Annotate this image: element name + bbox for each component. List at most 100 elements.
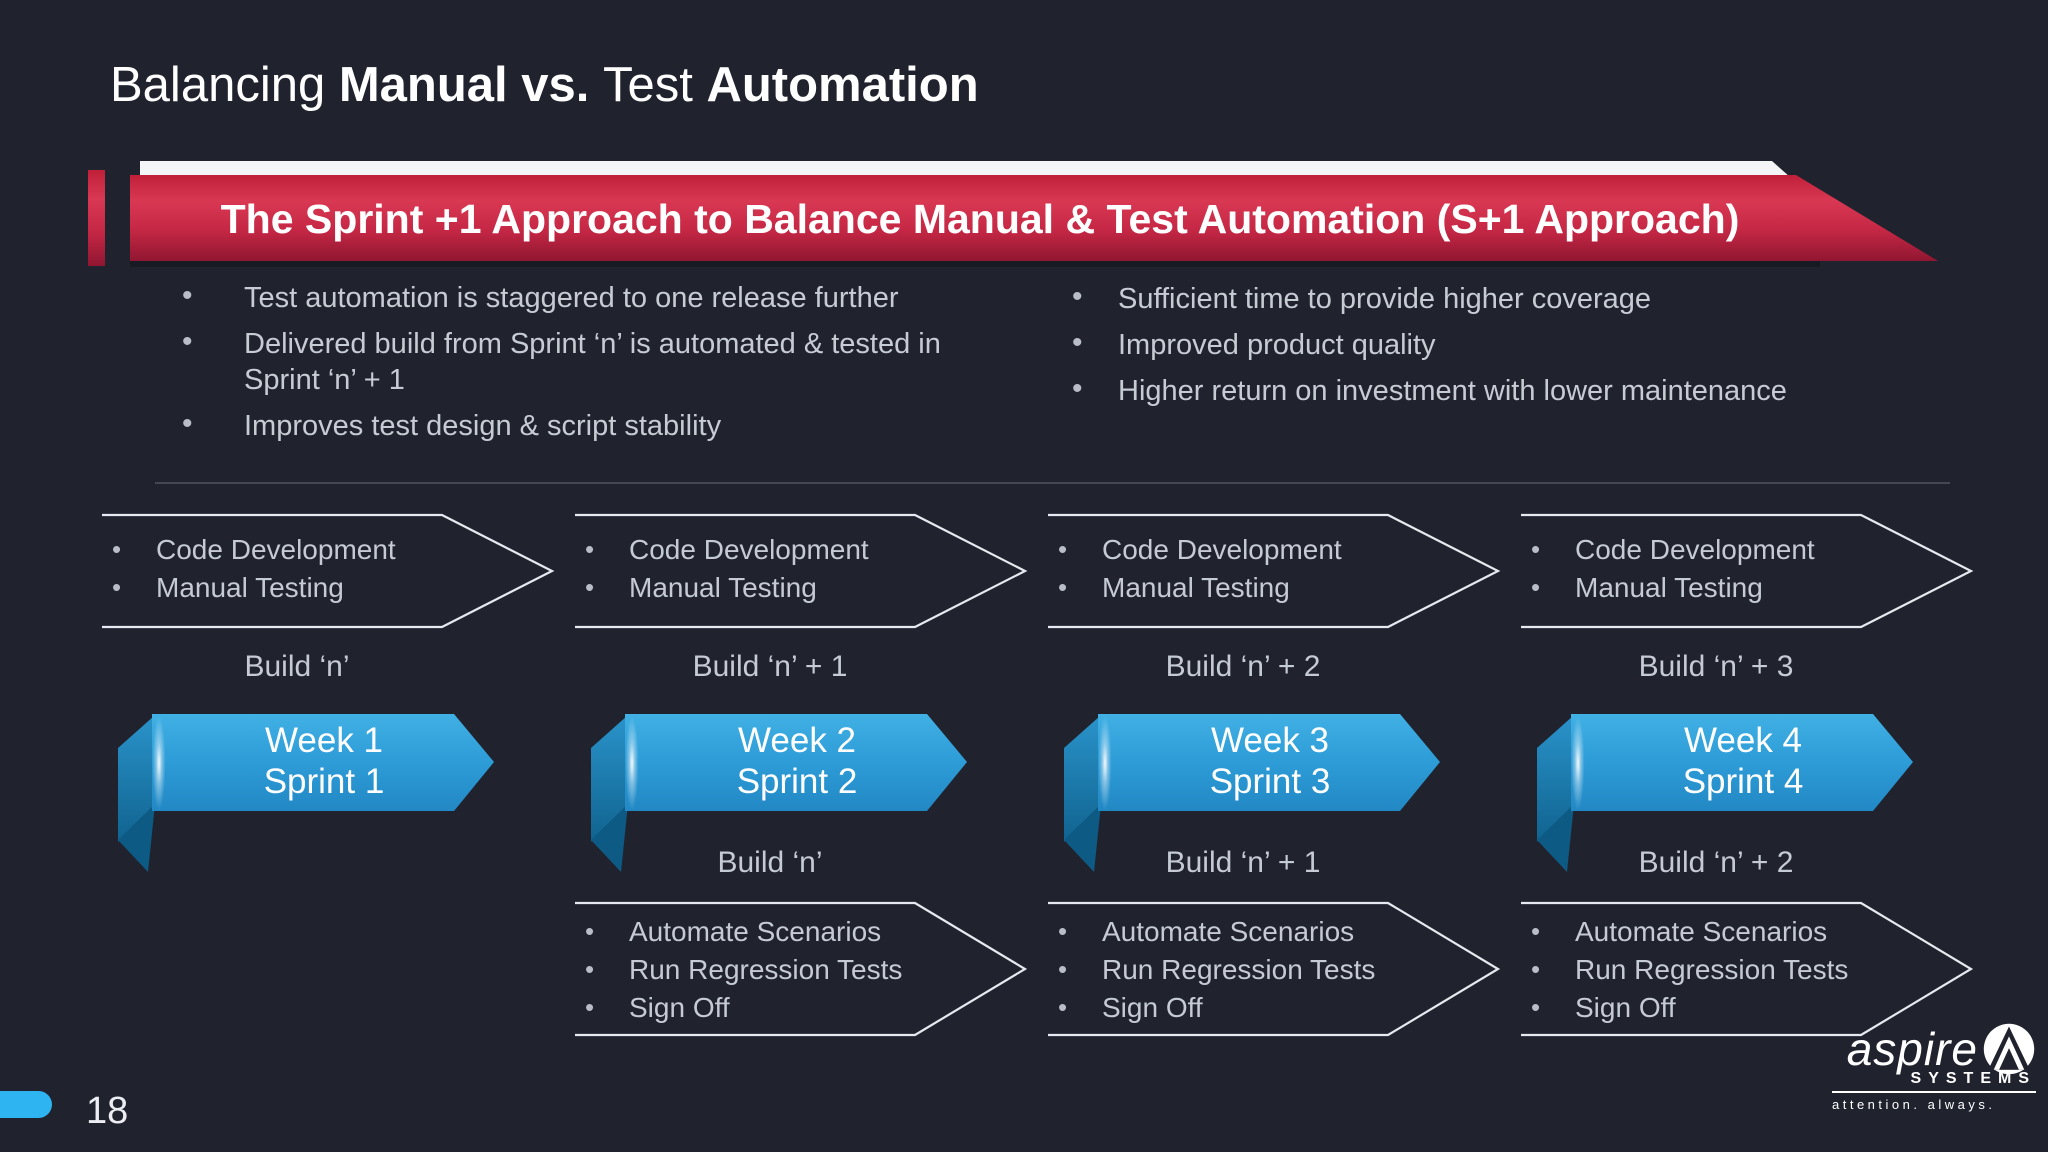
benefit-text: Delivered build from Sprint ‘n’ is autom… bbox=[244, 328, 941, 360]
dev-item-text: Manual Testing bbox=[156, 572, 344, 603]
benefit-item: Higher return on investment with lower m… bbox=[1072, 371, 1902, 409]
automation-chevron-list: Automate Scenarios Run Regression Tests … bbox=[1056, 912, 1376, 1027]
dev-chevron-item: Manual Testing bbox=[1529, 568, 1815, 607]
week-ribbon-shape-3 bbox=[1064, 714, 1440, 872]
banner-accent-bar bbox=[88, 170, 105, 266]
benefit-list-left: Test automation is staggered to one rele… bbox=[182, 278, 982, 454]
dev-chevron-outline-2 bbox=[575, 513, 1028, 629]
benefit-item: Delivered build from Sprint ‘n’ is autom… bbox=[182, 324, 982, 398]
dev-chevron-item: Manual Testing bbox=[110, 568, 396, 607]
benefit-item: Test automation is staggered to one rele… bbox=[182, 278, 982, 316]
benefit-text: Higher return on investment with lower m… bbox=[1118, 375, 1787, 407]
automation-chevron-item: Run Regression Tests bbox=[1056, 950, 1376, 989]
banner-title: The Sprint +1 Approach to Balance Manual… bbox=[220, 195, 1740, 242]
dev-chevron-item: Code Development bbox=[583, 530, 869, 569]
week-line: Week 3 bbox=[1210, 721, 1330, 760]
automation-item-text: Sign Off bbox=[629, 992, 730, 1023]
dev-item-text: Manual Testing bbox=[1102, 572, 1290, 603]
sprint-line: Sprint 1 bbox=[263, 762, 385, 801]
automation-chevron-list: Automate Scenarios Run Regression Tests … bbox=[583, 912, 903, 1027]
benefit-text: Improved product quality bbox=[1118, 329, 1436, 361]
sprint-line: Sprint 4 bbox=[1682, 762, 1804, 801]
week-line: Week 1 bbox=[264, 721, 384, 760]
banner-highlight-strip bbox=[140, 161, 1790, 177]
dev-chevron-outline-4 bbox=[1521, 513, 1974, 629]
page-title: Balancing Manual vs. Test Automation bbox=[110, 58, 979, 112]
automation-chevron-item: Automate Scenarios bbox=[1056, 912, 1375, 951]
build-top-label: Build ‘n’ bbox=[244, 650, 350, 683]
build-bottom-label: Build ‘n’ + 2 bbox=[1638, 846, 1794, 879]
automation-item-text: Sign Off bbox=[1575, 992, 1676, 1023]
benefit-item: Improves test design & script stability bbox=[182, 406, 982, 444]
page-pill bbox=[0, 1091, 52, 1118]
automation-item-text: Run Regression Tests bbox=[1102, 954, 1376, 985]
dev-item-text: Code Development bbox=[1102, 534, 1342, 565]
automation-chevron-item: Automate Scenarios bbox=[1529, 912, 1848, 951]
automation-item-text: Sign Off bbox=[1102, 992, 1203, 1023]
build-top-label: Build ‘n’ + 2 bbox=[1165, 650, 1321, 683]
dev-chevron-outline-3 bbox=[1048, 513, 1501, 629]
logo-division-text: SYSTEMS bbox=[1910, 1070, 2036, 1087]
week-line: Week 2 bbox=[737, 721, 857, 760]
benefit-text: Sufficient time to provide higher covera… bbox=[1118, 283, 1652, 315]
automation-chevron-outline-4 bbox=[1521, 901, 1974, 1037]
sprint-column-4: Code Development Manual Testing Build ‘n… bbox=[1521, 500, 1994, 1100]
week-ribbon-label: Week 2 Sprint 2 bbox=[627, 720, 967, 802]
dev-chevron-list: Code Development Manual Testing bbox=[1056, 530, 1342, 607]
week-ribbon-shape-2 bbox=[591, 714, 967, 872]
automation-chevron-list: Automate Scenarios Run Regression Tests … bbox=[1529, 912, 1848, 1027]
dev-chevron-list: Code Development Manual Testing bbox=[1529, 530, 1815, 607]
benefit-text: Test automation is staggered to one rele… bbox=[244, 282, 899, 314]
banner-shadow bbox=[130, 261, 1820, 267]
dev-item-text: Code Development bbox=[156, 534, 396, 565]
sprint-column-1: Code Development Manual Testing Build ‘n… bbox=[102, 500, 575, 1100]
benefit-text: Improves test design & script stability bbox=[244, 410, 722, 442]
build-bottom-label: Build ‘n’ bbox=[717, 846, 823, 879]
dev-chevron-item: Code Development bbox=[1056, 530, 1342, 569]
build-top-label: Build ‘n’ + 3 bbox=[1638, 650, 1794, 683]
dev-chevron-outline-1 bbox=[102, 513, 555, 629]
automation-chevron-outline-3 bbox=[1048, 901, 1501, 1037]
logo-tagline: attention. always. bbox=[1832, 1097, 1996, 1112]
dev-chevron-item: Code Development bbox=[1529, 530, 1815, 569]
automation-chevron-item: Sign Off bbox=[583, 988, 902, 1027]
dev-item-text: Code Development bbox=[629, 534, 869, 565]
automation-chevron-item: Run Regression Tests bbox=[1529, 950, 1848, 989]
week-ribbon-label: Week 4 Sprint 4 bbox=[1573, 720, 1913, 802]
dev-item-text: Code Development bbox=[1575, 534, 1815, 565]
dev-chevron-list: Code Development Manual Testing bbox=[583, 530, 869, 607]
banner-ribbon-shape bbox=[130, 175, 1938, 261]
build-bottom-label: Build ‘n’ + 1 bbox=[1165, 846, 1321, 879]
aspire-logo: aspire SYSTEMS attention. always. bbox=[1832, 1022, 2036, 1112]
benefit-item: Improved product quality bbox=[1072, 325, 1902, 363]
automation-item-text: Automate Scenarios bbox=[1102, 916, 1355, 947]
automation-chevron-item: Sign Off bbox=[1056, 988, 1375, 1027]
dev-item-text: Manual Testing bbox=[1575, 572, 1763, 603]
logo-brand-text: aspire bbox=[1846, 1023, 1978, 1075]
automation-item-text: Automate Scenarios bbox=[1575, 916, 1828, 947]
logo-row: aspire bbox=[1832, 1022, 2036, 1076]
title-part-bold: Automation bbox=[706, 58, 979, 112]
dev-item-text: Manual Testing bbox=[629, 572, 817, 603]
week-ribbon-shape-1 bbox=[118, 714, 494, 872]
title-part: Balancing bbox=[110, 58, 339, 112]
week-line: Week 4 bbox=[1683, 721, 1803, 760]
benefit-text: Sprint ‘n’ + 1 bbox=[244, 364, 405, 396]
sprint-column-2: Code Development Manual Testing Build ‘n… bbox=[575, 500, 1048, 1100]
sprint-line: Sprint 2 bbox=[736, 762, 858, 801]
automation-item-text: Automate Scenarios bbox=[629, 916, 882, 947]
dev-chevron-item: Manual Testing bbox=[583, 568, 869, 607]
automation-chevron-outline-2 bbox=[575, 901, 1028, 1037]
week-ribbon-label: Week 3 Sprint 3 bbox=[1100, 720, 1440, 802]
title-part: Test bbox=[602, 58, 707, 112]
automation-item-text: Run Regression Tests bbox=[629, 954, 903, 985]
week-ribbon-label: Week 1 Sprint 1 bbox=[154, 720, 494, 802]
benefit-list-right: Sufficient time to provide higher covera… bbox=[1072, 279, 1902, 419]
aspire-logo-emblem-icon bbox=[1983, 1023, 2035, 1075]
dev-chevron-item: Manual Testing bbox=[1056, 568, 1342, 607]
sprint-line: Sprint 3 bbox=[1209, 762, 1331, 801]
automation-chevron-item: Sign Off bbox=[1529, 988, 1848, 1027]
page-number: 18 bbox=[86, 1090, 129, 1132]
